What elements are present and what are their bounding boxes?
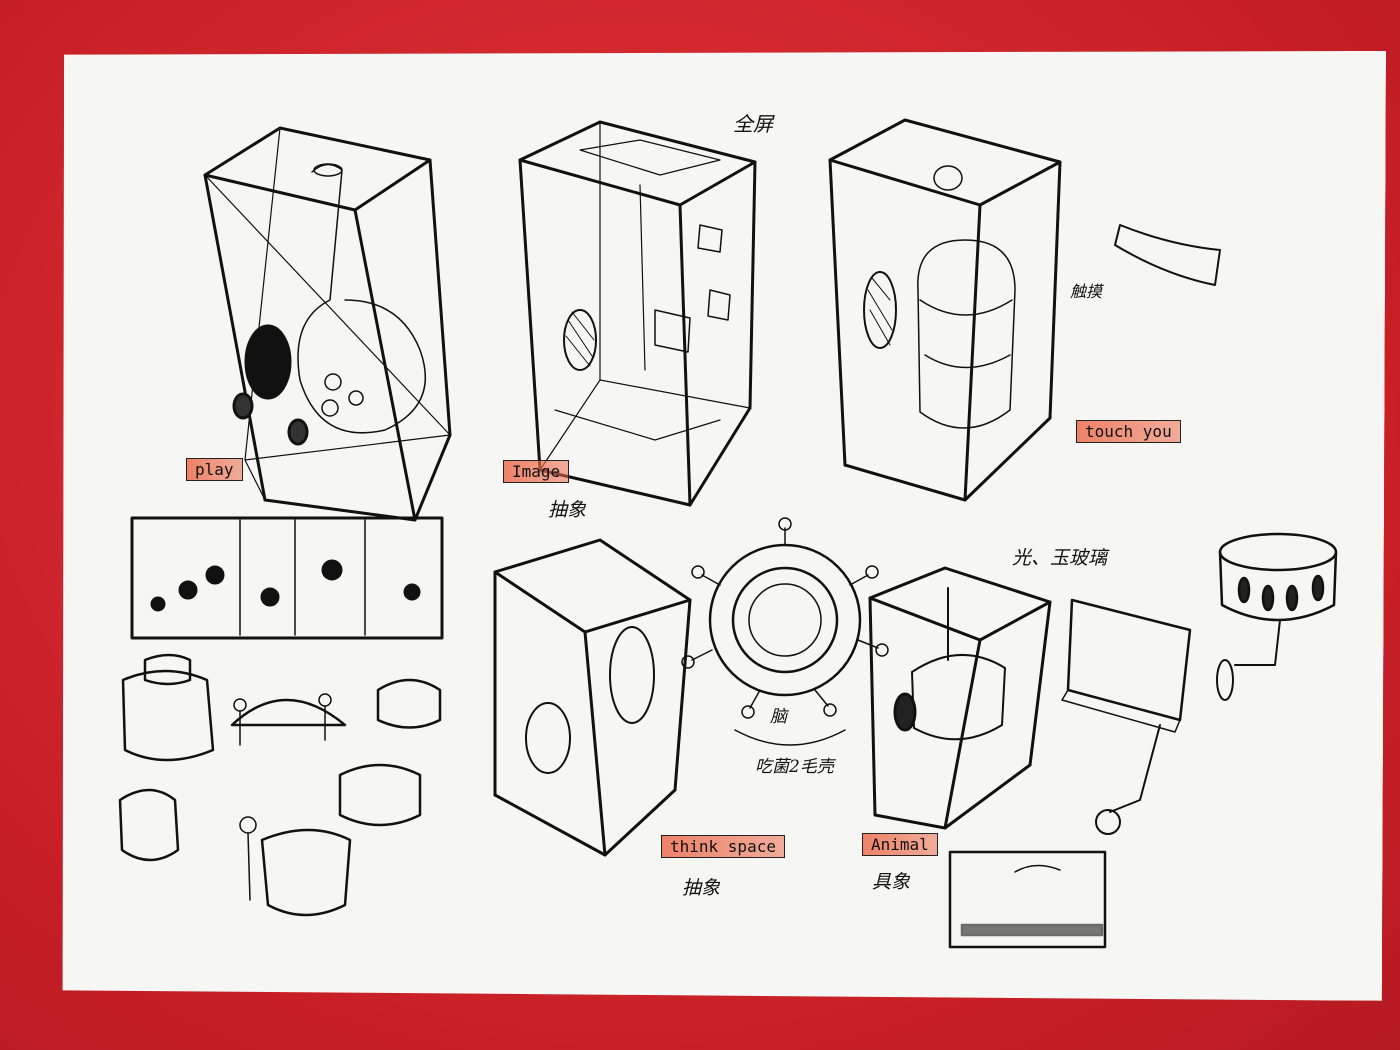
carousel-sketch [1216, 532, 1338, 701]
box-play-sketch [203, 126, 452, 522]
panel-sketch [130, 516, 444, 640]
tag-animal: Animal [862, 833, 938, 856]
label-animal-cn: 具象 [872, 871, 911, 893]
label-fullscreen: 全屏 [733, 112, 773, 136]
virus-sketch [681, 517, 889, 746]
objects-sketch [118, 653, 442, 917]
screen-sketch [1061, 598, 1192, 835]
label-virus-caption: 吃菌2毛壳 [755, 757, 834, 777]
tag-play: play [186, 458, 243, 481]
label-think-cn: 抽象 [682, 877, 721, 899]
label-light-glass: 光、玉玻璃 [1012, 547, 1108, 569]
box-touch-sketch [828, 118, 1221, 502]
tag-think-space: think space [661, 835, 785, 858]
label-brain: 脑 [770, 707, 787, 727]
tag-touch-you: touch you [1076, 420, 1181, 443]
label-touch-cn: 触摸 [1070, 282, 1103, 301]
tag-image: Image [503, 460, 570, 483]
box-animal-sketch [868, 566, 1052, 830]
box-image-sketch [518, 120, 757, 507]
scene-sketch [948, 850, 1107, 949]
box-think-sketch [493, 538, 692, 857]
label-image-cn: 抽象 [548, 499, 587, 521]
